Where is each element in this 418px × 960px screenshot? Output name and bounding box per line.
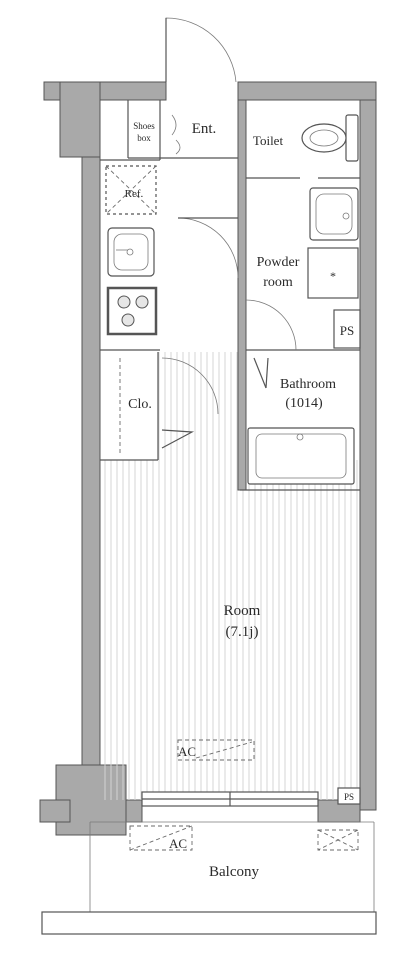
washbasin-icon bbox=[309, 187, 359, 241]
washer-mark: * bbox=[330, 269, 336, 283]
toilet-icon bbox=[301, 114, 359, 162]
pipe-space-label: PS bbox=[340, 323, 354, 338]
entrance-step-icon bbox=[171, 114, 181, 155]
indoor-aircon-label: AC bbox=[178, 744, 196, 759]
refrigerator-icon bbox=[105, 165, 157, 215]
toilet-label: Toilet bbox=[253, 133, 284, 148]
bathroom-door-mark bbox=[253, 357, 269, 389]
balcony-window[interactable] bbox=[141, 791, 319, 807]
refrigerator-label: Ref. bbox=[125, 188, 144, 200]
washer-icon bbox=[307, 247, 359, 299]
room-label: Room bbox=[224, 603, 261, 619]
shoes-box-label: Shoes bbox=[133, 121, 155, 131]
kitchen-door[interactable] bbox=[177, 217, 239, 279]
powder-room-label: Powder bbox=[257, 255, 300, 270]
outdoor-aircon-label: AC bbox=[169, 836, 187, 851]
balcony-label: Balcony bbox=[209, 864, 259, 880]
room-floor-upper bbox=[158, 352, 240, 460]
bathroom-label: Bathroom bbox=[280, 377, 336, 392]
room-floor bbox=[100, 460, 360, 800]
pipe-space-small-box bbox=[337, 787, 361, 805]
pipe-space-small-label: PS bbox=[344, 792, 354, 802]
powder-room-label-2: room bbox=[263, 275, 293, 290]
outdoor-unit-icon bbox=[317, 829, 359, 851]
shoes-box-label-2: box bbox=[137, 133, 151, 143]
outdoor-aircon-icon bbox=[129, 825, 193, 851]
bathtub-icon bbox=[247, 427, 355, 485]
closet-label: Clo. bbox=[128, 397, 152, 412]
sink-icon bbox=[107, 227, 155, 277]
stove-icon bbox=[106, 286, 158, 336]
entrance-label: Ent. bbox=[192, 121, 217, 137]
balcony-outline bbox=[41, 821, 377, 935]
room-label-2: (7.1j) bbox=[226, 624, 259, 640]
pipe-space-box bbox=[333, 309, 361, 349]
closet-door[interactable] bbox=[161, 357, 219, 449]
entrance-door[interactable] bbox=[165, 17, 237, 83]
indoor-aircon-icon bbox=[177, 739, 255, 761]
interior-walls bbox=[100, 99, 360, 491]
bathroom-label-2: (1014) bbox=[285, 396, 323, 411]
powder-room-door[interactable] bbox=[245, 299, 297, 351]
exterior-walls bbox=[39, 81, 377, 836]
